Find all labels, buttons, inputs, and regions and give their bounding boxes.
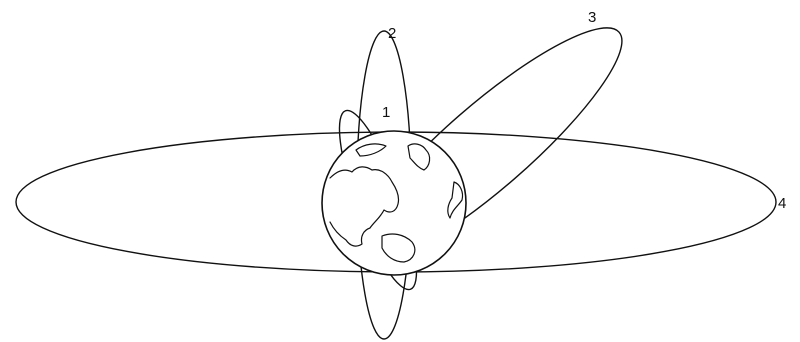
orbit-label-1: 1 xyxy=(382,104,390,121)
earth-icon xyxy=(322,131,466,275)
orbit-label-3: 3 xyxy=(588,9,596,26)
orbit-label-2: 2 xyxy=(388,25,396,42)
earth-globe xyxy=(322,131,466,275)
orbit-label-4: 4 xyxy=(778,195,786,212)
